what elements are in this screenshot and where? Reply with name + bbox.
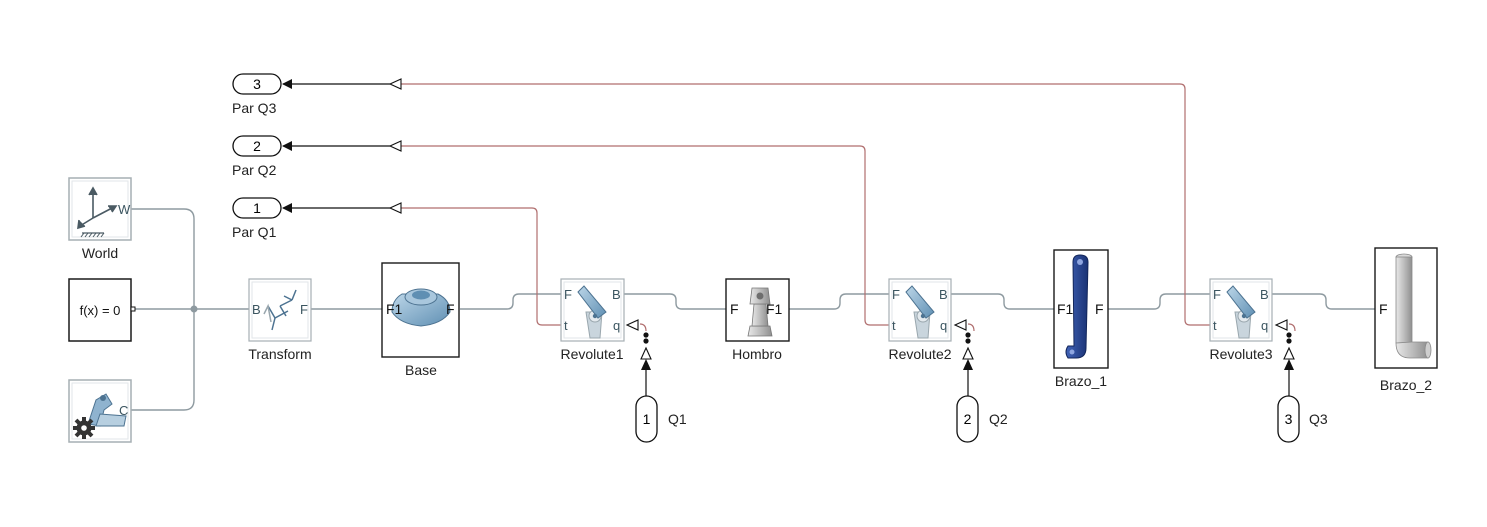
hombro-part-icon xyxy=(747,287,773,337)
solver-port xyxy=(130,306,136,312)
brazo2-part-icon xyxy=(1395,253,1432,359)
brazo1-port-f1: F1 xyxy=(1057,301,1074,317)
revolute2-label: Revolute2 xyxy=(888,346,951,362)
conn-config-junction[interactable] xyxy=(130,309,195,411)
inport-q3[interactable]: 3 Q3 xyxy=(1277,395,1328,443)
brazo1-port-f: F xyxy=(1095,301,1104,317)
inport-number: 3 xyxy=(1285,411,1293,427)
conn-base-revolute1[interactable] xyxy=(460,293,561,310)
conn-revolute2-brazo1[interactable] xyxy=(951,293,1054,310)
physical-connections xyxy=(130,208,1375,411)
brazo1-part-icon xyxy=(1065,254,1089,359)
revolute3-label: Revolute3 xyxy=(1209,346,1272,362)
hombro-block[interactable]: F F1 Hombro xyxy=(725,278,790,362)
brazo2-port-f: F xyxy=(1379,301,1388,317)
brazo1-label: Brazo_1 xyxy=(1055,373,1107,389)
base-port-f: F xyxy=(446,301,455,317)
brazo1-block[interactable]: F1 F Brazo_1 xyxy=(1053,249,1109,389)
outport-name: Par Q3 xyxy=(232,100,277,116)
revolute1-port-f: F xyxy=(564,287,572,302)
hombro-port-f: F xyxy=(730,301,739,317)
transform-block[interactable]: B F Transform xyxy=(248,278,312,362)
transform-port-f: F xyxy=(300,302,308,317)
revolute1-q-port xyxy=(625,319,639,331)
outport-number: 3 xyxy=(253,76,261,92)
brazo2-block[interactable]: F Brazo_2 xyxy=(1374,247,1438,393)
hombro-port-f1: F1 xyxy=(766,301,783,317)
outport-par-q1[interactable]: 1 Par Q1 xyxy=(232,197,282,240)
q1-signal[interactable] xyxy=(640,332,652,396)
revolute3-block[interactable]: F B t q Revolute3 xyxy=(1209,278,1288,362)
revolute-joint-icon xyxy=(1226,285,1256,339)
transform-label: Transform xyxy=(248,346,311,362)
world-frame-icon xyxy=(77,186,118,238)
revolute2-port-b: B xyxy=(939,287,948,302)
conn-hombro-revolute2[interactable] xyxy=(789,293,889,310)
junction-dot xyxy=(190,305,198,313)
sig-t3[interactable] xyxy=(401,83,1210,326)
revolute-joint-icon xyxy=(905,285,935,339)
revolute3-port-q: q xyxy=(1261,318,1268,333)
revolute3-port-b: B xyxy=(1260,287,1269,302)
inport-number: 2 xyxy=(964,411,972,427)
transform-port-b: B xyxy=(252,302,261,317)
q2-signal[interactable] xyxy=(962,332,974,396)
revolute3-port-f: F xyxy=(1213,287,1221,302)
revolute1-label: Revolute1 xyxy=(560,346,623,362)
world-block[interactable]: W World xyxy=(68,177,132,261)
transform-frames-icon xyxy=(263,289,297,331)
mechanism-configuration-block[interactable]: C xyxy=(68,379,132,443)
conn-brazo1-revolute3[interactable] xyxy=(1108,293,1210,310)
robot-arm-icon xyxy=(87,393,127,427)
conn-revolute1-hombro[interactable] xyxy=(624,293,726,310)
revolute2-q-port xyxy=(953,319,967,331)
revolute1-port-t: t xyxy=(564,318,568,333)
world-port-w: W xyxy=(118,202,131,217)
outport-par-q3[interactable]: 3 Par Q3 xyxy=(232,73,282,116)
inport-number: 1 xyxy=(643,411,651,427)
inport-name: Q2 xyxy=(989,411,1008,427)
outport-name: Par Q1 xyxy=(232,224,277,240)
brazo2-label: Brazo_2 xyxy=(1380,377,1432,393)
revolute1-port-q: q xyxy=(613,318,620,333)
world-label: World xyxy=(82,245,118,261)
base-label: Base xyxy=(405,362,437,378)
revolute1-block[interactable]: F B t q Revolute1 xyxy=(560,278,639,362)
solver-configuration-block[interactable]: f(x) = 0 xyxy=(68,278,136,342)
sig-t1[interactable] xyxy=(401,207,561,326)
base-block[interactable]: F1 F Base xyxy=(381,262,460,378)
solver-expression: f(x) = 0 xyxy=(80,303,121,318)
conn-world-junction[interactable] xyxy=(130,208,195,309)
revolute2-port-f: F xyxy=(892,287,900,302)
revolute2-port-t: t xyxy=(892,318,896,333)
gear-icon xyxy=(73,417,95,439)
outport-name: Par Q2 xyxy=(232,162,277,178)
outport-par-q2[interactable]: 2 Par Q2 xyxy=(232,135,282,178)
revolute3-port-t: t xyxy=(1213,318,1217,333)
inport-name: Q1 xyxy=(668,411,687,427)
inport-name: Q3 xyxy=(1309,411,1328,427)
position-signals xyxy=(639,323,1296,396)
config-port-c: C xyxy=(119,403,128,418)
revolute3-q-port xyxy=(1274,319,1288,331)
inport-q1[interactable]: 1 Q1 xyxy=(635,395,687,443)
outport-number: 1 xyxy=(253,200,261,216)
hombro-label: Hombro xyxy=(732,346,782,362)
q3-signal[interactable] xyxy=(1283,332,1295,396)
revolute2-port-q: q xyxy=(940,318,947,333)
base-part-icon xyxy=(391,288,451,327)
sig-t2[interactable] xyxy=(401,145,889,326)
torque-signals xyxy=(282,78,1210,326)
outport-number: 2 xyxy=(253,138,261,154)
revolute1-port-b: B xyxy=(612,287,621,302)
base-port-f1: F1 xyxy=(386,301,403,317)
revolute2-block[interactable]: F B t q Revolute2 xyxy=(888,278,967,362)
inport-q2[interactable]: 2 Q2 xyxy=(956,395,1008,443)
revolute-joint-icon xyxy=(577,285,607,339)
conn-revolute3-brazo2[interactable] xyxy=(1272,293,1375,310)
